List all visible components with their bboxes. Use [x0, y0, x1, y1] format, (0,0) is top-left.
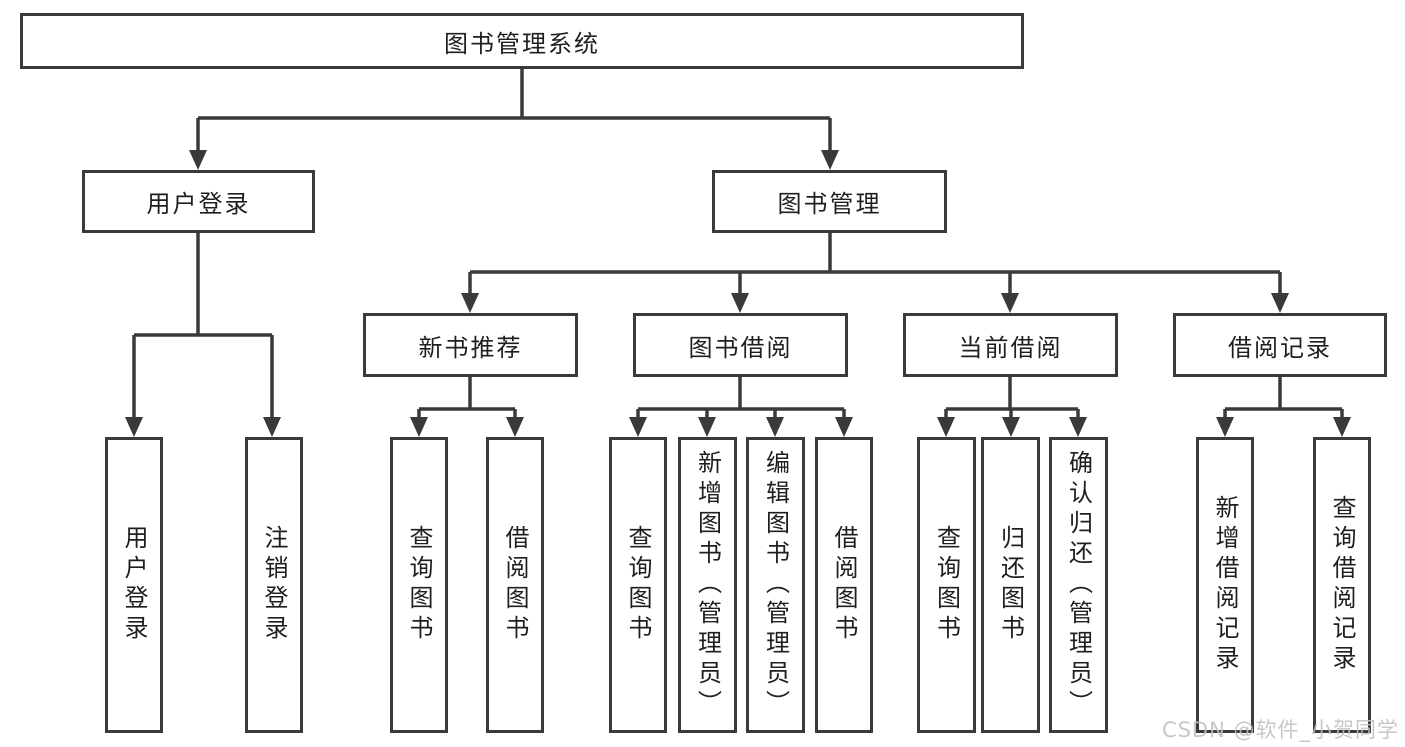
- leaf-label: 新增图书（管理员）: [693, 450, 722, 720]
- node-label: 图书借阅: [688, 333, 793, 362]
- leaf-query-books-current: 查询图书: [917, 437, 976, 733]
- node-label: 用户登录: [146, 190, 251, 218]
- node-borrowing-records: 借阅记录: [1173, 313, 1387, 377]
- node-label: 借阅记录: [1228, 333, 1332, 362]
- leaf-query-borrow-record: 查询借阅记录: [1313, 437, 1371, 733]
- leaf-label: 借阅图书: [501, 525, 529, 645]
- leaf-user-login: 用户登录: [105, 437, 163, 733]
- leaf-label: 用户登录: [120, 525, 148, 645]
- leaf-borrow-books-borrowing: 借阅图书: [815, 437, 873, 733]
- leaf-add-book-admin: 新增图书（管理员）: [678, 437, 737, 733]
- leaf-return-books: 归还图书: [981, 437, 1040, 733]
- csdn-watermark: CSDN @软件_小贺同学: [1161, 718, 1399, 742]
- leaf-label: 查询借阅记录: [1328, 495, 1356, 675]
- leaf-confirm-return-admin: 确认归还（管理员）: [1049, 437, 1108, 733]
- leaf-query-books-borrowing: 查询图书: [609, 437, 667, 733]
- leaf-label: 编辑图书（管理员）: [761, 450, 790, 720]
- node-current-borrowing: 当前借阅: [903, 313, 1118, 377]
- node-label: 当前借阅: [958, 333, 1063, 362]
- leaf-query-books-recommend: 查询图书: [390, 437, 448, 733]
- node-label: 图书管理: [777, 190, 882, 218]
- leaf-label: 新增借阅记录: [1211, 495, 1239, 675]
- leaf-add-borrow-record: 新增借阅记录: [1196, 437, 1254, 733]
- leaf-label: 借阅图书: [830, 525, 858, 645]
- leaf-label: 归还图书: [996, 525, 1025, 645]
- node-label: 图书管理系统: [444, 29, 600, 58]
- leaf-label: 确认归还（管理员）: [1064, 450, 1093, 720]
- leaf-edit-book-admin: 编辑图书（管理员）: [746, 437, 805, 733]
- node-user-login: 用户登录: [82, 170, 315, 233]
- leaf-borrow-books-recommend: 借阅图书: [486, 437, 544, 733]
- node-book-borrowing: 图书借阅: [633, 313, 848, 377]
- leaf-logout: 注销登录: [245, 437, 303, 733]
- leaf-label: 查询图书: [405, 525, 433, 645]
- leaf-label: 查询图书: [624, 525, 652, 645]
- leaf-label: 注销登录: [260, 525, 288, 645]
- node-book-management: 图书管理: [712, 170, 947, 233]
- leaf-label: 查询图书: [932, 525, 961, 645]
- node-label: 新书推荐: [418, 333, 523, 362]
- node-new-book-recommendation: 新书推荐: [363, 313, 578, 377]
- node-library-management-system: 图书管理系统: [20, 13, 1024, 69]
